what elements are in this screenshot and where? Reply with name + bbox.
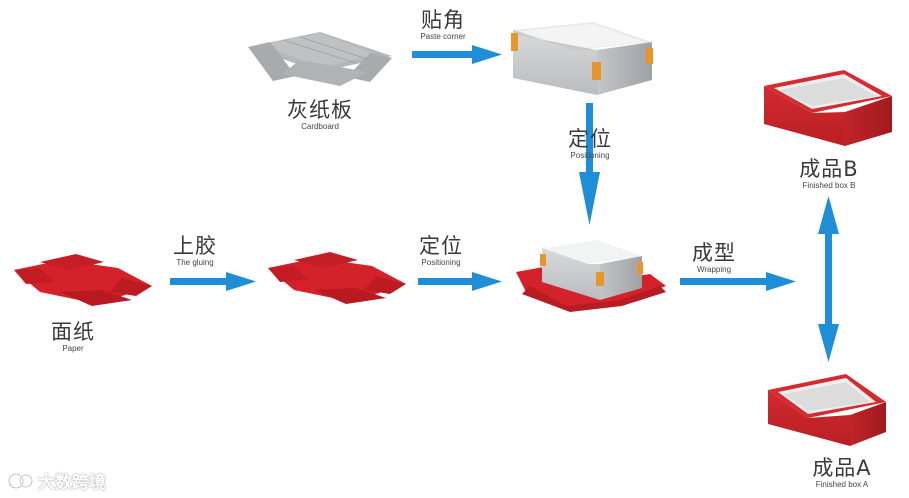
step-cn-gluing: 上胶 [173, 234, 217, 258]
step-label-positioning: 定位 Positioning [403, 234, 479, 268]
finished-box-a-illustration [768, 374, 886, 446]
stage-cn-finished-b: 成品B [799, 157, 859, 181]
step-cn-wrapping: 成型 [692, 241, 736, 265]
stage-label-finished-a: 成品A Finished box A [797, 456, 887, 490]
stage-label-cardboard: 灰纸板 Cardboard [274, 98, 366, 132]
watermark: 大数跨境 [8, 468, 106, 493]
step-label-wrapping: 成型 Wrapping [676, 241, 752, 275]
arrow-positioning [418, 272, 502, 291]
step-label-paste-corner: 贴角 Paste corner [405, 8, 481, 42]
step-label-positioning-top: 定位 Positioning [552, 127, 628, 161]
red-paper-flat-illustration [14, 254, 152, 306]
stage-cn-cardboard: 灰纸板 [287, 98, 353, 122]
watermark-logo-icon [8, 472, 34, 489]
stage-label-finished-b: 成品B Finished box B [788, 157, 870, 191]
arrow-wrapping [680, 272, 796, 291]
step-label-gluing: 上胶 The gluing [157, 234, 233, 268]
arrow-paste-corner [412, 45, 502, 64]
red-paper-glued-illustration [268, 252, 406, 304]
step-en-paste-corner: Paste corner [420, 32, 466, 41]
stage-en-finished-b: Finished box B [802, 181, 856, 190]
step-en-positioning: Positioning [421, 258, 461, 267]
finished-box-b-illustration [764, 70, 892, 146]
step-en-wrapping: Wrapping [696, 265, 732, 274]
step-cn-positioning-top: 定位 [568, 127, 612, 151]
stage-en-finished-a: Finished box A [815, 480, 869, 489]
stage-label-paper: 面纸 Paper [38, 320, 108, 354]
step-en-gluing: The gluing [176, 258, 214, 267]
step-cn-positioning: 定位 [419, 234, 463, 258]
stage-en-cardboard: Cardboard [301, 122, 339, 131]
watermark-text: 大数跨境 [38, 473, 106, 493]
stage-cn-finished-a: 成品A [812, 456, 872, 480]
stage-cn-paper: 面纸 [51, 320, 95, 344]
stage-en-paper: Paper [62, 344, 84, 353]
step-en-positioning-top: Positioning [570, 151, 610, 160]
gray-box-with-corners-illustration [511, 22, 653, 95]
step-cn-paste-corner: 贴角 [421, 8, 465, 32]
arrow-double-vertical [818, 196, 839, 362]
box-on-paper-illustration [516, 240, 666, 312]
cardboard-flat-illustration [248, 32, 392, 86]
arrow-positioning-down [579, 103, 600, 225]
arrow-gluing [170, 272, 256, 291]
